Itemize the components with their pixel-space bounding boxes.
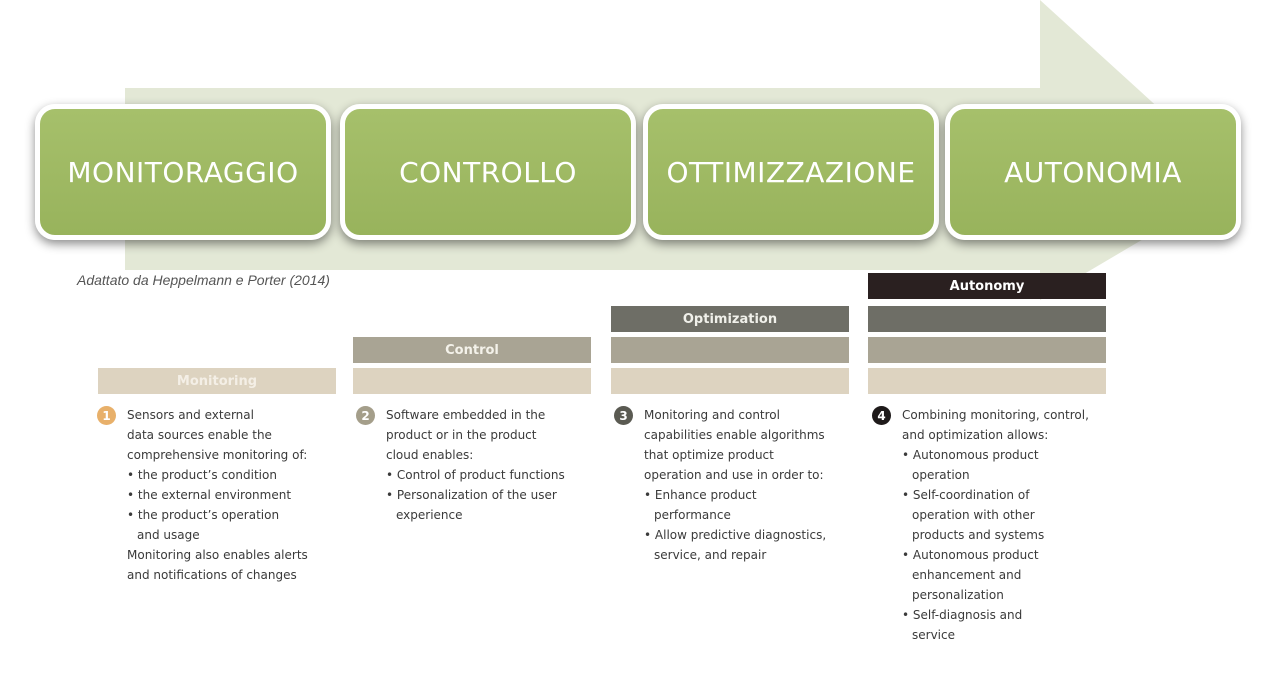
text-line: personalization (912, 588, 1004, 602)
text-line: product or in the product (386, 428, 537, 442)
text-line: enhancement and (912, 568, 1022, 582)
text-line: comprehensive monitoring of: (127, 448, 308, 462)
bullet-item: Enhance product (644, 485, 826, 505)
control-label: Control (445, 342, 499, 358)
stage-label: MONITORAGGIO (67, 155, 299, 189)
optimization-label: Optimization (682, 311, 778, 327)
stage-controllo: CONTROLLO (340, 104, 636, 240)
text-line: data sources enable the (127, 428, 272, 442)
control-base-bar (353, 368, 591, 394)
number-badge: 3 (614, 406, 633, 425)
text-line: Combining monitoring, control, (902, 408, 1089, 422)
stage-label: CONTROLLO (399, 155, 577, 189)
optimization-mid-bar (611, 337, 849, 363)
bullet-item: the product’s operation (127, 505, 308, 525)
bullet-item: Personalization of the user (386, 485, 565, 505)
bullet-item: Autonomous product (902, 445, 1089, 465)
autonomy-description: 4 Combining monitoring, control, and opt… (872, 405, 1089, 645)
text-line: service (912, 628, 955, 642)
stage-ottimizzazione: OTTIMIZZAZIONE (643, 104, 939, 240)
text-line: service, and repair (654, 548, 767, 562)
text-line: Software embedded in the (386, 408, 546, 422)
bullet-item: Control of product functions (386, 465, 565, 485)
monitoring-description: 1 Sensors and external data sources enab… (97, 405, 308, 585)
optimization-description: 3 Monitoring and control capabilities en… (614, 405, 826, 565)
control-bar: Control (353, 337, 591, 363)
stage-autonomia: AUTONOMIA (945, 104, 1241, 240)
text-line: experience (396, 508, 463, 522)
bullet-item: Self-coordination of (902, 485, 1089, 505)
text-line: operation with other (912, 508, 1035, 522)
bullet-item: the external environment (127, 485, 308, 505)
number-badge: 4 (872, 406, 891, 425)
text-line: that optimize product (644, 448, 774, 462)
monitoring-bar: Monitoring (98, 368, 336, 394)
bullet-item: Self-diagnosis and (902, 605, 1089, 625)
autonomy-upper-bar (868, 306, 1106, 332)
autonomy-label: Autonomy (949, 278, 1025, 294)
optimization-bar: Optimization (611, 306, 849, 332)
monitoring-label: Monitoring (176, 373, 258, 389)
text-line: performance (654, 508, 731, 522)
text-line: and usage (137, 528, 200, 542)
text-line: operation (912, 468, 970, 482)
stage-label: OTTIMIZZAZIONE (666, 155, 916, 189)
text-line: and notifications of changes (127, 568, 297, 582)
stage-label: AUTONOMIA (1004, 155, 1182, 189)
autonomy-mid-bar (868, 337, 1106, 363)
autonomy-base-bar (868, 368, 1106, 394)
number-badge: 2 (356, 406, 375, 425)
text-line: Sensors and external (127, 408, 254, 422)
text-line: Monitoring and control (644, 408, 780, 422)
stage-monitoraggio: MONITORAGGIO (35, 104, 331, 240)
text-line: operation and use in order to: (644, 468, 824, 482)
optimization-base-bar (611, 368, 849, 394)
bullet-item: Allow predictive diagnostics, (644, 525, 826, 545)
source-caption: Adattato da Heppelmann e Porter (2014) (77, 272, 330, 288)
autonomy-bar: Autonomy (868, 273, 1106, 299)
text-line: cloud enables: (386, 448, 474, 462)
number-badge: 1 (97, 406, 116, 425)
bullet-item: the product’s condition (127, 465, 308, 485)
text-line: products and systems (912, 528, 1045, 542)
text-line: capabilities enable algorithms (644, 428, 825, 442)
control-description: 2 Software embedded in the product or in… (356, 405, 565, 525)
bullet-item: Autonomous product (902, 545, 1089, 565)
text-line: and optimization allows: (902, 428, 1049, 442)
text-line: Monitoring also enables alerts (127, 548, 308, 562)
